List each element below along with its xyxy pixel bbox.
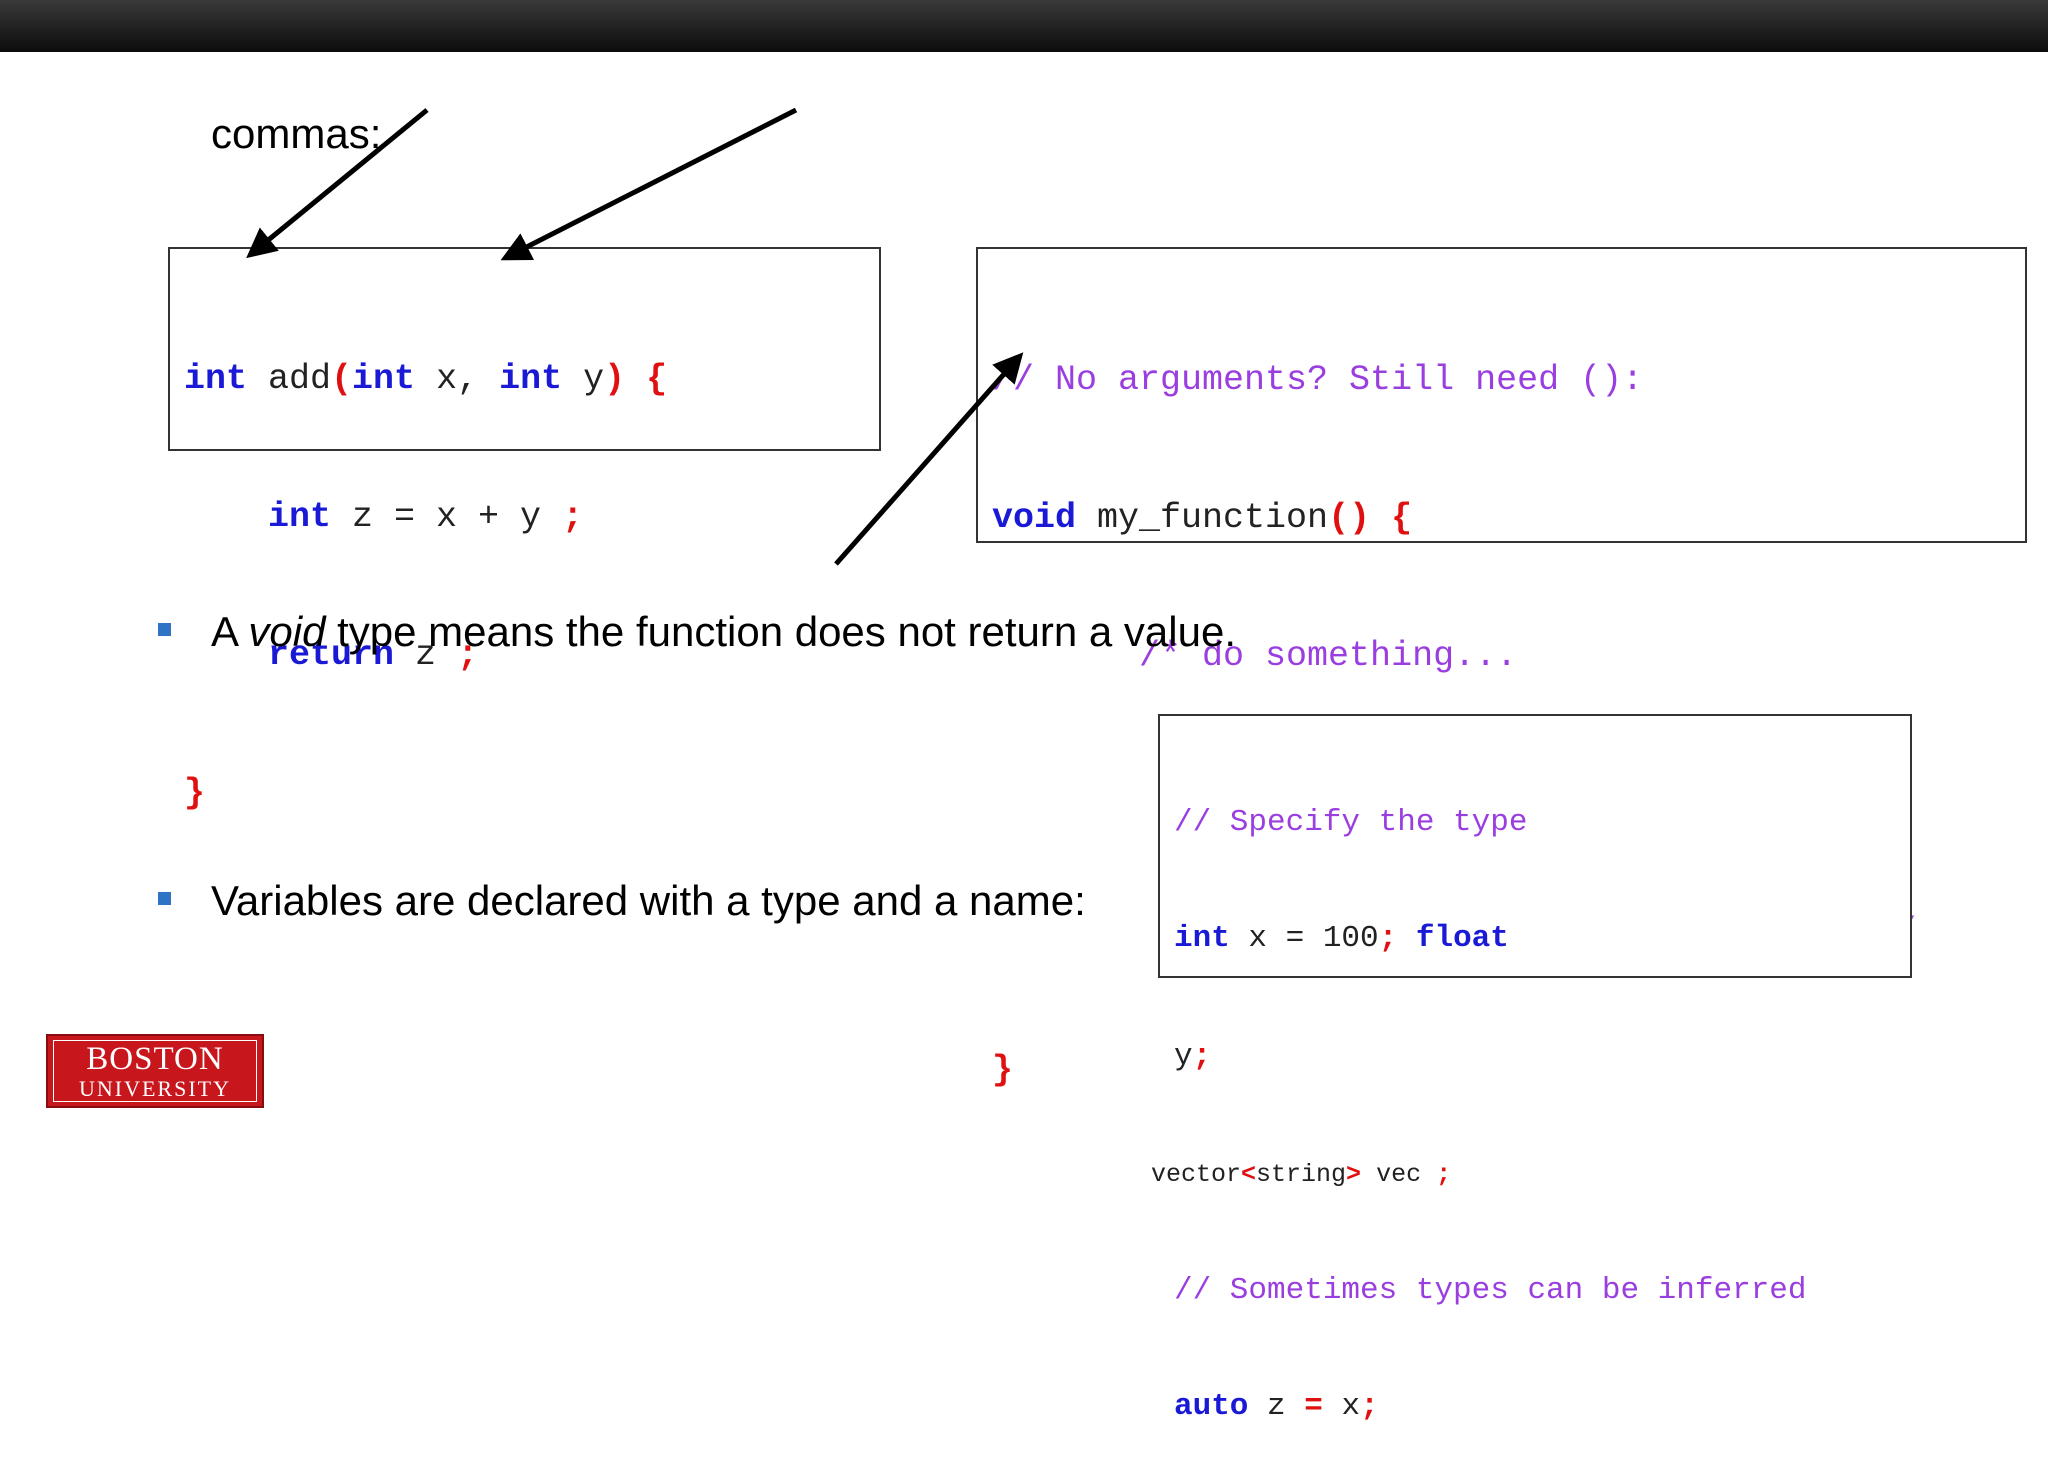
code-line: int x = 100; float [1174, 916, 1807, 962]
code-line: // Sometimes types can be inferred [1174, 1268, 1807, 1314]
code-line: auto z = x; [1174, 1384, 1807, 1430]
code-token: ; [562, 497, 584, 537]
code-token: y [1174, 1039, 1193, 1074]
code-token: ) [604, 359, 626, 399]
code-token: z [1248, 1389, 1305, 1424]
code-token: /* do something... [992, 636, 1518, 676]
code-token: string [1256, 1160, 1347, 1189]
code-line: int add(int x, int y) { [184, 356, 667, 402]
code-line: int z = x + y ; [184, 494, 667, 540]
code-token: ; [1436, 1160, 1452, 1189]
logo-text-boston: BOSTON [86, 1040, 224, 1077]
arrow-to-first-int [246, 108, 429, 259]
logo-border: BOSTON UNIVERSITY [53, 1040, 257, 1102]
code-token: int [499, 359, 563, 399]
code-token: void [992, 498, 1077, 538]
code-line: vector<string> vec ; [1151, 1152, 1807, 1198]
top-bar [0, 0, 2048, 52]
code-token: int [1174, 921, 1230, 956]
code-token: return [268, 635, 395, 675]
code-token: // Specify the type [1174, 805, 1528, 840]
code-token: float [1415, 921, 1509, 956]
bullet-text-pre: A [211, 608, 249, 655]
code-token: ; [457, 635, 479, 675]
code-token: } [184, 773, 206, 813]
code-token: { [625, 359, 668, 399]
code-token: // Sometimes types can be inferred [1174, 1273, 1807, 1308]
code-token: vec [1361, 1160, 1437, 1189]
code-add-function: int add(int x, int y) { int z = x + y ; … [184, 264, 667, 862]
code-line: void my_function() { [992, 495, 1916, 541]
code-token: = [1304, 1389, 1323, 1424]
boston-university-logo: BOSTON UNIVERSITY [46, 1034, 264, 1108]
code-box-void-function [976, 247, 2027, 543]
code-box-add-function [168, 247, 881, 451]
bullet-marker [158, 892, 171, 905]
bullet-text-emphasis: void [248, 608, 326, 655]
code-token: z [394, 635, 458, 675]
code-token: z = x + y [331, 497, 563, 537]
code-token: x, [415, 359, 500, 399]
code-token: < [1241, 1160, 1257, 1189]
code-line: // Specify the type [1174, 800, 1807, 846]
code-token: } [992, 1050, 1014, 1090]
code-token: // No arguments? Still need (): [992, 360, 1644, 400]
code-line: } [184, 770, 667, 816]
code-box-variables [1158, 714, 1912, 978]
arrow-to-second-int [500, 107, 798, 261]
code-line: y; [1174, 1032, 1807, 1082]
code-token: x [1322, 1389, 1361, 1424]
code-line: /* do something... [992, 633, 1916, 679]
code-token: > [1346, 1160, 1362, 1189]
code-token: add [247, 359, 332, 399]
bullet-marker [158, 623, 171, 636]
code-token: int [352, 359, 416, 399]
code-token: x = 100 [1229, 921, 1379, 956]
annotation-arrows [246, 107, 1024, 566]
logo-text-university: UNIVERSITY [79, 1075, 231, 1101]
code-token: () [1328, 498, 1371, 538]
code-token: my_function [1076, 498, 1329, 538]
bullet-void-type: A void type means the function does not … [211, 608, 1236, 656]
code-token: ( [331, 359, 353, 399]
code-token: y [562, 359, 605, 399]
code-token: ; [1192, 1039, 1212, 1074]
code-token: ; [1360, 1389, 1379, 1424]
code-line: } [992, 1047, 1916, 1093]
code-line: // No arguments? Still need (): [992, 357, 1916, 403]
bullet-text-post: type means the function does not return … [325, 608, 1237, 655]
code-token: int [184, 359, 248, 399]
code-token: vector [1151, 1160, 1242, 1189]
code-token: auto [1174, 1389, 1249, 1424]
code-token: { [1370, 498, 1413, 538]
code-line: return z ; [184, 632, 667, 678]
caption-commas: commas: [211, 110, 382, 157]
arrow-to-void [834, 352, 1024, 566]
code-token: int [268, 497, 332, 537]
bullet-variables: Variables are declared with a type and a… [211, 877, 1086, 924]
code-token: ; [1378, 921, 1416, 956]
